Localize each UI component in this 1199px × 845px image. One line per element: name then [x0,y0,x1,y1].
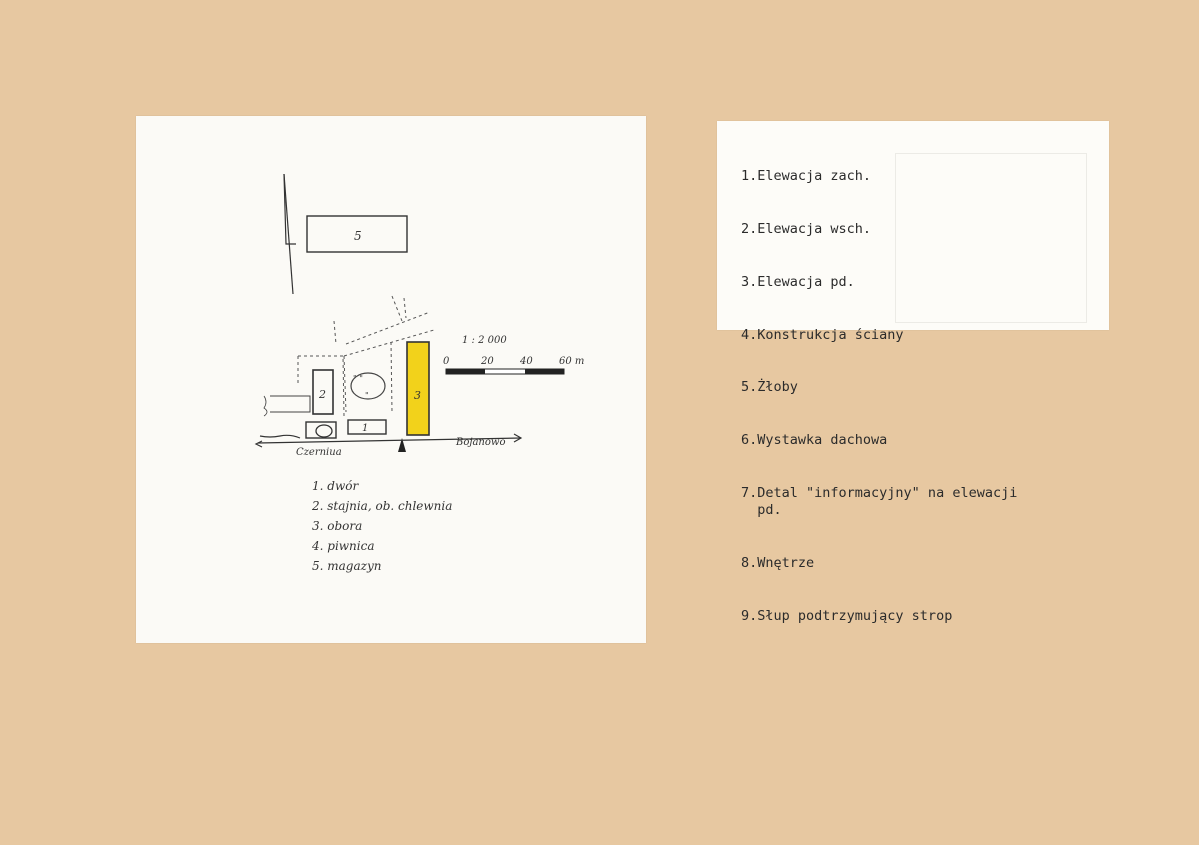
scale-label: 1 : 2 000 [462,335,507,346]
building-1-outline [347,419,387,435]
legend-item: 5. magazyn [312,559,382,573]
scale-bar [445,368,565,375]
building-2-label: 2 [318,388,326,401]
building-2-outline [312,369,334,415]
building-1-label: 1 [362,423,368,434]
list-item: 8.Wnętrze [741,555,815,572]
list-item: 4.Konstrukcja ściany [741,326,904,343]
former-buildings-dashed [297,295,435,417]
legend-item: 3. obora [312,519,363,533]
site-plan-drawing: 5 " " " 2 [254,173,584,458]
list-item: 2.Elewacja wsch. [741,220,872,237]
list-item: 9.Słup podtrzymujący strop [741,608,953,625]
building-5-label: 5 [354,229,362,243]
building-5-outline [306,215,408,253]
plan-legend: 1. dwór 2. stajnia, ob. chlewnia 3. obor… [312,476,452,576]
list-item: 1.Elewacja zach. [741,168,872,185]
scale-tick-40: 40 [519,356,533,367]
courtyard-pond [350,372,386,400]
north-arrow-icon [283,173,296,295]
list-item: 6.Wystawka dachowa [741,432,888,449]
building-4-outline [305,421,337,439]
building-3-highlight [406,341,430,436]
scale-tick-20: 20 [480,356,494,367]
road-right-label: Bojanowo [455,437,505,448]
list-item: 5.Żłoby [741,379,798,396]
road [254,433,523,448]
svg-text:": " [365,391,369,400]
building-3-label: 3 [414,389,421,402]
road-left-label: Czerniua [296,447,342,458]
legend-item: 1. dwór [312,479,359,493]
site-plan-sheet: 5 " " " 2 [136,116,646,643]
legend-item: 2. stajnia, ob. chlewnia [312,499,453,513]
list-item: 7.Detal "informacyjny" na elewacji pd. [741,484,1018,519]
list-item: 3.Elewacja pd. [741,273,855,290]
legend-item: 4. piwnica [312,539,375,553]
scale-tick-0: 0 [443,356,450,367]
photo-index-card: 1.Elewacja zach. 2.Elewacja wsch. 3.Elew… [717,121,1109,624]
svg-text:" ": " " [353,374,363,383]
entrance-arrow-icon [398,438,406,452]
scale-tick-60: 60 m [559,356,584,367]
photo-index-list: 1.Elewacja zach. 2.Elewacja wsch. 3.Elew… [741,133,1101,661]
